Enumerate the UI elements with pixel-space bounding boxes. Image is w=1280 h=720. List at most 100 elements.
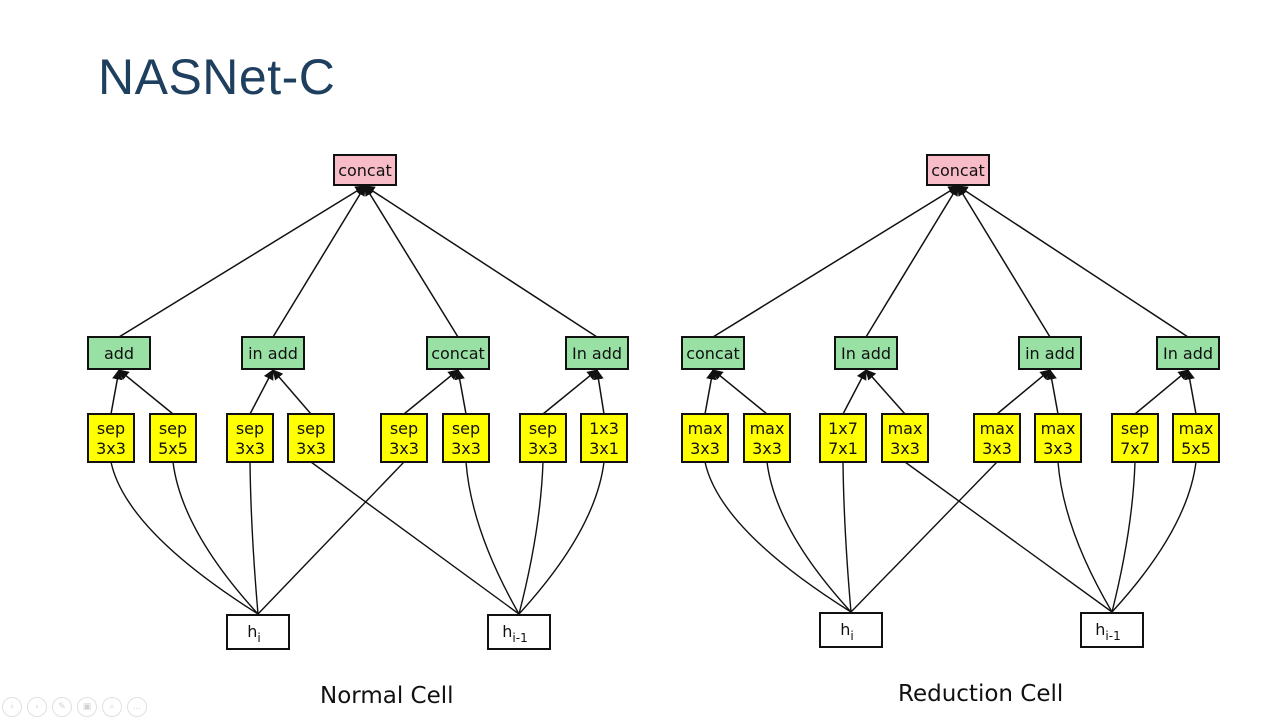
op-node-label: 7x7: [1120, 439, 1150, 458]
edge-input-to-op: [1111, 461, 1197, 613]
op-node-label: 3x3: [296, 439, 326, 458]
input-node: hi-1: [1080, 612, 1144, 648]
op-node-label: 3x3: [1043, 439, 1073, 458]
input-node: hi: [819, 612, 883, 648]
op-node-label: 3x3: [235, 439, 265, 458]
edge-op-to-combine: [403, 369, 459, 415]
edge-input-to-op: [310, 461, 520, 615]
edge-input-to-op: [850, 461, 998, 613]
edge-op-to-combine: [454, 368, 467, 415]
op-node-label: 3x1: [589, 439, 619, 458]
combine-node-label: In add: [841, 344, 891, 363]
edge-input-to-op: [1057, 461, 1113, 613]
output-concat-node: concat: [333, 154, 397, 186]
input-node: hi: [226, 614, 290, 650]
edge-input-to-op: [172, 461, 259, 615]
op-node-label: sep: [97, 419, 125, 438]
edge-combine-to-concat: [272, 185, 366, 338]
op-node-label: 7x1: [828, 439, 858, 458]
edge-op-to-combine: [542, 369, 598, 415]
edge-op-to-combine: [996, 369, 1051, 415]
edge-input-to-op: [518, 461, 605, 615]
edge-input-to-op: [518, 461, 544, 615]
slides-icon[interactable]: ▣: [77, 697, 97, 717]
combine-node: concat: [426, 336, 490, 370]
edge-input-to-op: [465, 461, 520, 615]
op-node-label: sep: [297, 419, 325, 438]
combine-node: In add: [565, 336, 629, 370]
edge-combine-to-concat: [957, 185, 1051, 338]
combine-node: In add: [834, 336, 898, 370]
edge-combine-to-concat: [865, 185, 959, 338]
op-node-label: max: [750, 419, 785, 438]
edge-op-to-combine: [704, 368, 717, 415]
op-node-label: sep: [390, 419, 418, 438]
normal-cell-caption: Normal Cell: [320, 683, 454, 709]
edge-op-to-combine: [249, 369, 274, 415]
edge-combine-to-concat: [364, 185, 459, 338]
op-node-label: 5x5: [158, 439, 188, 458]
op-node-label: 3x3: [96, 439, 126, 458]
op-node-label: sep: [1121, 419, 1149, 438]
op-node-label: 1x3: [589, 419, 619, 438]
edge-input-to-op: [249, 461, 259, 615]
edge-op-to-combine: [272, 369, 312, 415]
edge-input-to-op: [1111, 461, 1136, 613]
output-concat-node-label: concat: [931, 161, 985, 180]
op-node-label: max: [1041, 419, 1076, 438]
combine-node: In add: [1156, 336, 1220, 370]
combine-node: in add: [1018, 336, 1082, 370]
combine-node: add: [87, 336, 151, 370]
edge-op-to-combine: [865, 369, 906, 415]
op-node-label: 3x3: [890, 439, 920, 458]
combine-node: concat: [681, 336, 745, 370]
edge-input-to-op: [257, 461, 405, 615]
slide-title: NASNet-C: [98, 49, 336, 105]
input-label: hi-1: [502, 622, 527, 645]
more-icon[interactable]: …: [127, 697, 147, 717]
slide-toolbar: ‹ › ✎ ▣ ⌕ …: [2, 697, 147, 717]
op-node-label: 3x3: [752, 439, 782, 458]
combine-node-label: concat: [686, 344, 740, 363]
edge-op-to-combine: [118, 369, 174, 415]
op-node-label: sep: [529, 419, 557, 438]
combine-node-label: In add: [1163, 344, 1213, 363]
op-node-label: 3x3: [982, 439, 1012, 458]
combine-node-label: in add: [1025, 344, 1075, 363]
op-node-label: 3x3: [690, 439, 720, 458]
edge-input-to-op: [842, 461, 852, 613]
zoom-icon[interactable]: ⌕: [102, 697, 122, 717]
edge-input-to-op: [904, 461, 1113, 613]
edge-op-to-combine: [842, 369, 867, 415]
edge-input-to-op: [704, 461, 852, 613]
op-node-label: max: [1179, 419, 1214, 438]
op-node-label: max: [888, 419, 923, 438]
reduction-cell-caption: Reduction Cell: [898, 681, 1064, 707]
combine-node: in add: [241, 336, 305, 370]
op-node-label: sep: [159, 419, 187, 438]
op-node-label: max: [688, 419, 723, 438]
next-icon[interactable]: ›: [27, 697, 47, 717]
edge-input-to-op: [766, 461, 852, 613]
output-concat-node-label: concat: [338, 161, 392, 180]
prev-icon[interactable]: ‹: [2, 697, 22, 717]
pen-icon[interactable]: ✎: [52, 697, 72, 717]
input-label: hi-1: [1095, 620, 1120, 643]
combine-node-label: In add: [572, 344, 622, 363]
combine-node-label: add: [104, 344, 134, 363]
output-concat-node: concat: [926, 154, 990, 186]
input-label: hi: [247, 622, 260, 645]
op-node-label: 3x3: [528, 439, 558, 458]
edge-op-to-combine: [1134, 369, 1189, 415]
